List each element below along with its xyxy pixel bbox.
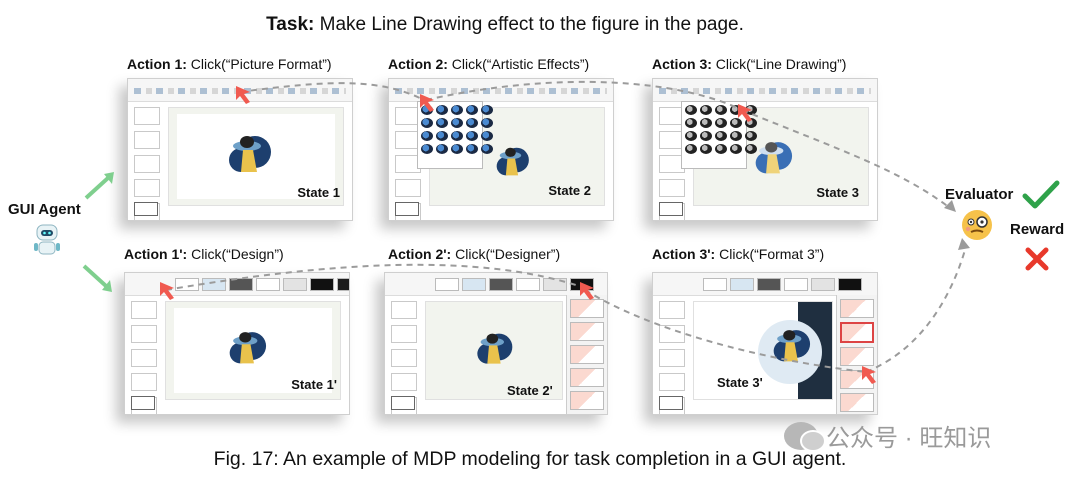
task-title: Task: Make Line Drawing effect to the fi…: [0, 14, 1010, 36]
state-3-label: State 3: [816, 185, 859, 200]
trajectory-bottom-2: [584, 289, 867, 373]
action-label-2b: Action 2': Click(“Designer”): [388, 246, 560, 262]
action-3b-text: Click(“Format 3”): [719, 246, 825, 262]
robot-icon: [34, 224, 60, 255]
click-cursor-1b: [160, 282, 174, 300]
ufo-figure-3: [755, 142, 793, 174]
checkmark-icon: [1022, 180, 1060, 209]
state-2-screenshot: State 2: [388, 78, 614, 221]
action-3-label: Action 3:: [652, 56, 712, 72]
click-cursor-3b: [862, 366, 876, 384]
designer-pane: [566, 295, 607, 414]
state-3b-screenshot: State 3': [652, 272, 878, 415]
action-1b-label: Action 1':: [124, 246, 188, 262]
state-1b-label: State 1': [291, 377, 337, 392]
designer-pane-3: [836, 295, 877, 414]
watermark: 公众号 · 旺知识: [784, 418, 991, 453]
action-label-1b: Action 1': Click(“Design”): [124, 246, 284, 262]
face-icon: [962, 210, 992, 240]
gui-agent-label: GUI Agent: [8, 201, 81, 218]
agent-arrow-up: [84, 176, 110, 200]
action-label-3b: Action 3': Click(“Format 3”): [652, 246, 824, 262]
action-2b-label: Action 2':: [388, 246, 452, 262]
action-label-3: Action 3: Click(“Line Drawing”): [652, 56, 846, 72]
click-cursor-3: [738, 104, 752, 122]
state-3-screenshot: State 3: [652, 78, 878, 221]
ufo-figure-2: [496, 147, 529, 176]
trajectory-bottom-3: [865, 249, 966, 373]
task-label: Task:: [266, 14, 315, 35]
trajectory-top-3: [741, 109, 951, 209]
action-label-1: Action 1: Click(“Picture Format”): [127, 56, 332, 72]
cross-icon: [1025, 247, 1049, 271]
action-3b-label: Action 3':: [652, 246, 716, 262]
reward-label: Reward: [1010, 221, 1065, 238]
action-2-label: Action 2:: [388, 56, 448, 72]
agent-arrow-down: [82, 264, 108, 288]
action-1b-text: Click(“Design”): [191, 246, 284, 262]
ufo-figure-1b: [229, 332, 267, 364]
state-3b-label: State 3': [717, 375, 763, 390]
action-1-label: Action 1:: [127, 56, 187, 72]
state-1b-screenshot: State 1': [124, 272, 350, 415]
artistic-effects-gallery: [417, 101, 493, 169]
ufo-figure-2b: [477, 333, 513, 364]
trajectory-bottom-1: [165, 263, 586, 291]
action-3-text: Click(“Line Drawing”): [715, 56, 847, 72]
action-2-text: Click(“Artistic Effects”): [451, 56, 590, 72]
state-2b-label: State 2': [507, 383, 553, 398]
click-cursor-2: [420, 94, 434, 112]
action-2b-text: Click(“Designer”): [455, 246, 561, 262]
watermark-text: 公众号 · 旺知识: [826, 425, 992, 452]
state-1-screenshot: State 1: [127, 78, 353, 221]
state-1-label: State 1: [297, 185, 340, 200]
action-1-text: Click(“Picture Format”): [190, 56, 332, 72]
trajectory-top-2: [425, 80, 743, 111]
ufo-figure-3b: [773, 330, 811, 362]
wechat-icon: [784, 421, 826, 452]
state-2-label: State 2: [548, 183, 591, 198]
action-label-2: Action 2: Click(“Artistic Effects”): [388, 56, 589, 72]
figure-caption: Fig. 17: An example of MDP modeling for …: [213, 448, 847, 470]
task-text: Make Line Drawing effect to the figure i…: [319, 14, 744, 35]
ufo-figure: [229, 136, 271, 172]
trajectory-top-1: [239, 82, 425, 101]
evaluator-label: Evaluator: [945, 186, 1014, 203]
artistic-effects-gallery-3: [681, 101, 757, 169]
click-cursor-2b: [580, 282, 594, 300]
click-cursor-1: [236, 86, 250, 104]
